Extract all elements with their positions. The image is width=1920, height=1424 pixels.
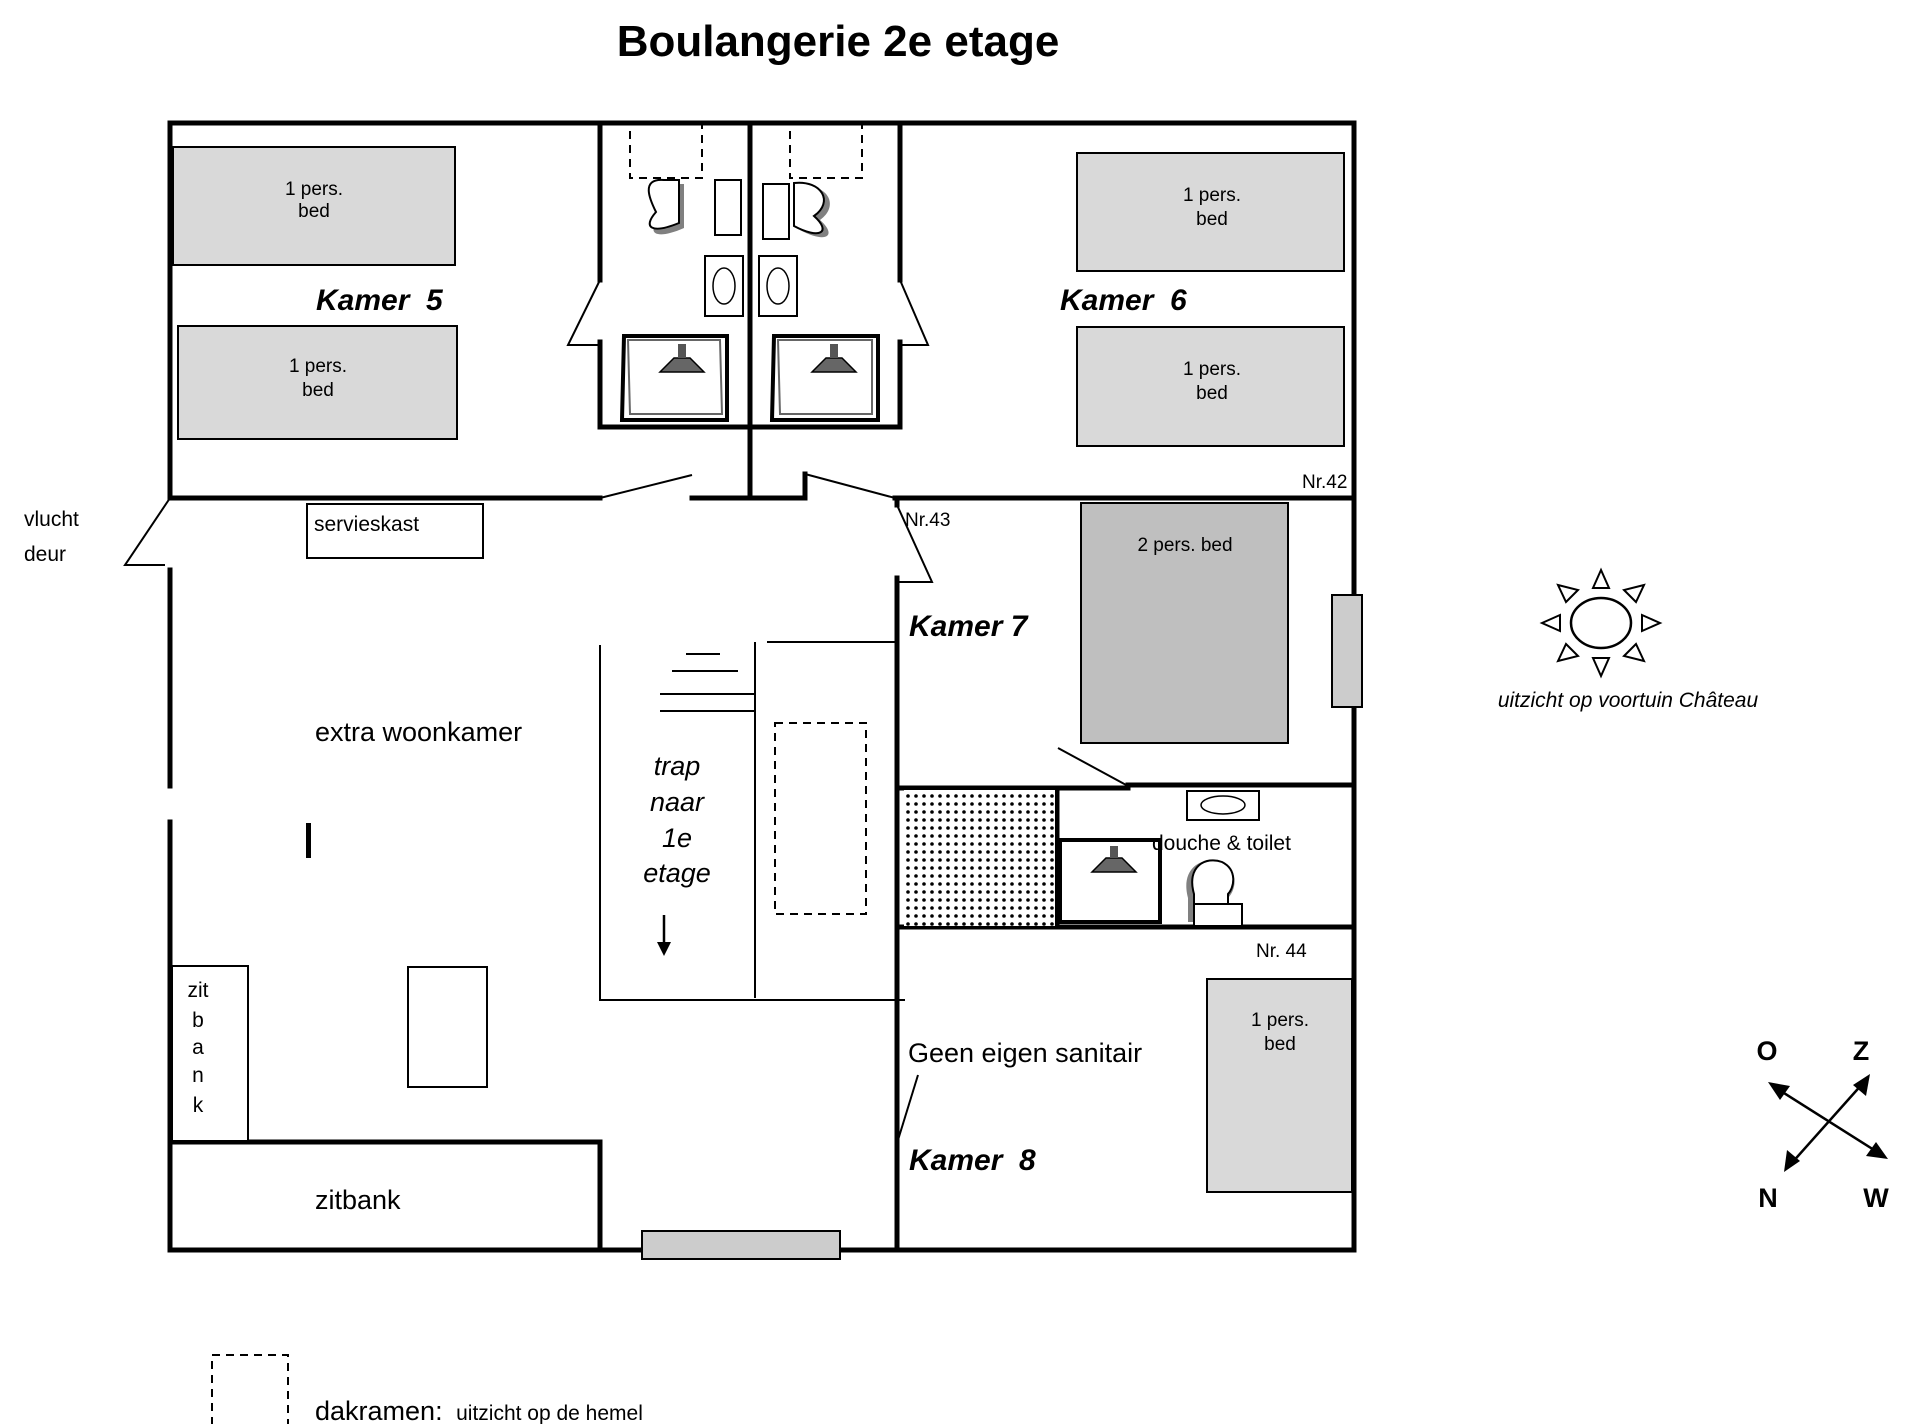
svg-text:1 pers.: 1 pers. bbox=[285, 179, 343, 200]
svg-text:2 pers. bed: 2 pers. bed bbox=[1137, 535, 1232, 556]
room-label-kamer5: Kamer 5 bbox=[316, 284, 444, 317]
window-south bbox=[641, 1230, 841, 1260]
outer-walls bbox=[167, 120, 1363, 1260]
svg-text:1 pers.: 1 pers. bbox=[1183, 185, 1241, 206]
escape-door-label-2: deur bbox=[24, 543, 66, 566]
svg-text:1 pers.: 1 pers. bbox=[289, 356, 347, 377]
room-label-kamer7: Kamer 7 bbox=[909, 610, 1029, 643]
svg-text:bed: bed bbox=[1196, 383, 1228, 404]
bathroom-kamer5 bbox=[619, 122, 744, 422]
geen-sanitair-label: Geen eigen sanitair bbox=[908, 1038, 1142, 1068]
legend-dakramen: dakramen: bbox=[315, 1396, 443, 1424]
compass-n: N bbox=[1758, 1183, 1778, 1213]
svg-text:bed: bed bbox=[302, 380, 334, 401]
zitbank-label: zitbank bbox=[315, 1185, 401, 1215]
extra-woonkamer-label: extra woonkamer bbox=[315, 717, 522, 747]
bathroom-kamer6 bbox=[758, 122, 880, 422]
svg-text:bed: bed bbox=[1196, 209, 1228, 230]
legend: dakramen: uitzicht op de hemel bbox=[211, 1354, 643, 1424]
svg-text:bed: bed bbox=[1264, 1034, 1296, 1055]
nr42-label: Nr.42 bbox=[1302, 472, 1347, 493]
svg-text:a: a bbox=[192, 1036, 204, 1059]
svg-text:dakramen: uitzicht op de: dakramen: uitzicht op de hemel bbox=[315, 1396, 643, 1424]
bed-kamer6-top: 1 pers. bed bbox=[1076, 152, 1345, 272]
zitbank-vertical: zit b a n k bbox=[171, 965, 249, 1142]
page-title: Boulangerie 2e etage bbox=[617, 17, 1060, 66]
nr44-label: Nr. 44 bbox=[1256, 941, 1307, 962]
sun-icon bbox=[1539, 567, 1663, 679]
uitzicht-label: uitzicht op voortuin Château bbox=[1498, 689, 1759, 712]
window-kamer7 bbox=[1331, 594, 1363, 708]
nr43-label: Nr.43 bbox=[905, 510, 950, 531]
bed-kamer7-double: 2 pers. bed bbox=[1080, 502, 1289, 744]
servieskast: servieskast bbox=[306, 503, 484, 559]
coffee-table bbox=[407, 966, 488, 1088]
bathroom-kamer7: douche & toilet bbox=[899, 785, 1291, 930]
bed-kamer6-bottom: 1 pers. bed bbox=[1076, 326, 1345, 447]
bed-kamer8: 1 pers. bed bbox=[1206, 978, 1353, 1193]
interior-walls bbox=[167, 120, 1357, 1253]
svg-text:1e: 1e bbox=[662, 823, 692, 853]
douche-toilet-label: douche & toilet bbox=[1152, 832, 1291, 855]
svg-text:b: b bbox=[192, 1009, 204, 1032]
svg-text:n: n bbox=[192, 1064, 204, 1087]
compass-z: Z bbox=[1853, 1036, 1870, 1066]
svg-text:trap: trap bbox=[654, 751, 701, 781]
svg-text:zit: zit bbox=[188, 979, 209, 1002]
compass-o: O bbox=[1756, 1036, 1777, 1066]
wall-stub bbox=[306, 823, 311, 858]
bed-kamer5-top: 1 pers. bed bbox=[172, 146, 456, 266]
svg-text:servieskast: servieskast bbox=[314, 513, 419, 536]
svg-text:1 pers.: 1 pers. bbox=[1183, 359, 1241, 380]
svg-text:k: k bbox=[193, 1094, 204, 1117]
svg-text:etage: etage bbox=[643, 858, 711, 888]
staircase: trap naar 1e etage bbox=[599, 641, 905, 1001]
room-label-kamer6: Kamer 6 bbox=[1060, 284, 1187, 317]
compass: O Z N W bbox=[1756, 1036, 1889, 1213]
escape-door-label-1: vlucht bbox=[24, 508, 79, 531]
svg-text:bed: bed bbox=[298, 201, 330, 222]
legend-hemel: uitzicht op de hemel bbox=[456, 1402, 643, 1424]
svg-text:naar: naar bbox=[650, 787, 705, 817]
svg-text:1 pers.: 1 pers. bbox=[1251, 1010, 1309, 1031]
room-label-kamer8: Kamer 8 bbox=[909, 1144, 1036, 1177]
bed-kamer5-bottom: 1 pers. bed bbox=[177, 325, 458, 440]
escape-door bbox=[123, 497, 171, 566]
compass-w: W bbox=[1863, 1183, 1889, 1213]
